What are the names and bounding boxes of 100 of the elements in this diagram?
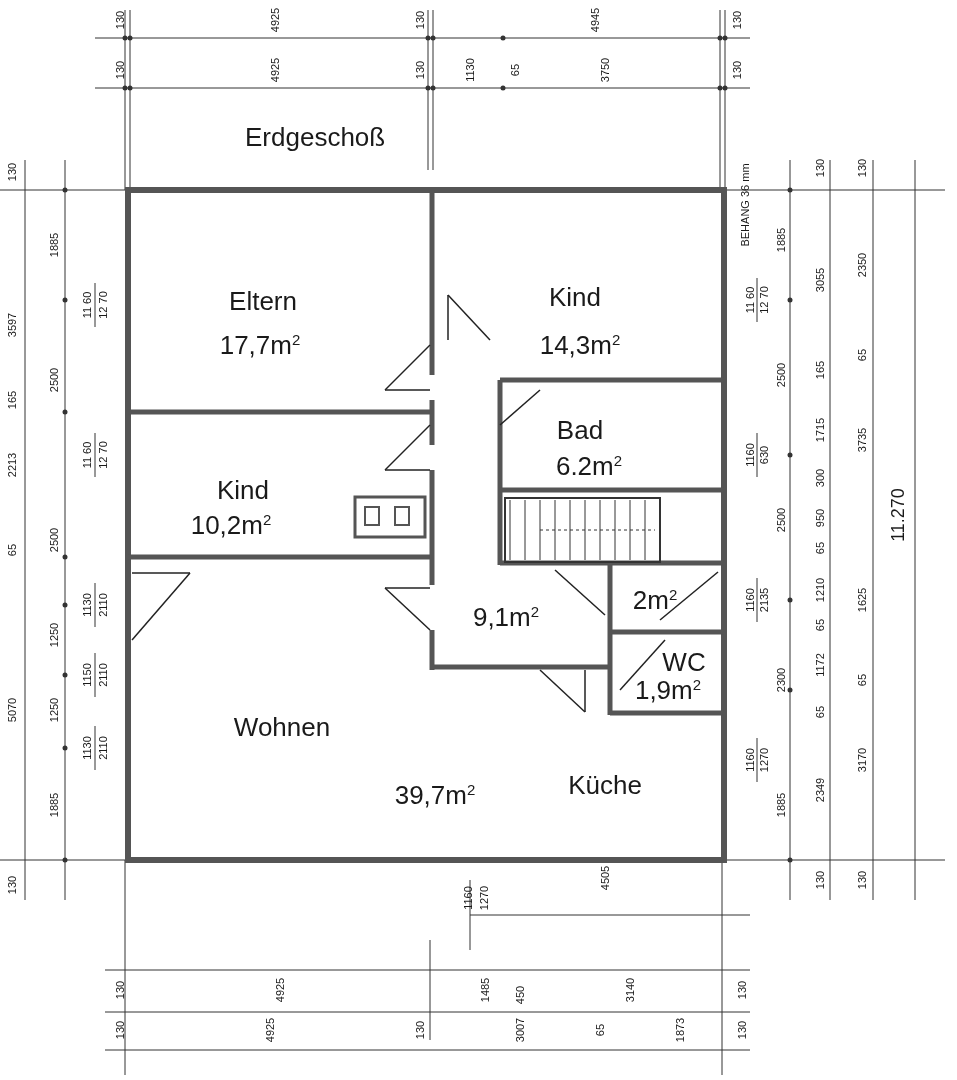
dimension-label: 3140 xyxy=(624,977,636,1003)
dimension-label: 130 xyxy=(414,10,426,30)
dimension-label: 1250 xyxy=(48,697,60,723)
dimension-label: 2110 xyxy=(97,736,109,760)
dimension-label: 3170 xyxy=(856,747,868,773)
dimension-label: 165 xyxy=(6,390,18,410)
dimension-label: 130 xyxy=(114,980,126,1000)
dimension-label: 65 xyxy=(594,1023,606,1037)
dimension-label: 130 xyxy=(114,1020,126,1040)
dimension-label: 2500 xyxy=(48,367,60,393)
room-label: Wohnen xyxy=(233,711,331,743)
dimension-label: 4505 xyxy=(599,865,611,891)
dimension-label: 950 xyxy=(814,508,826,528)
dimension-label: 130 xyxy=(856,870,868,890)
dimension-label: 65 xyxy=(814,541,826,555)
dimension-label: 1160 xyxy=(744,748,756,772)
dimension-label: 130 xyxy=(736,1020,748,1040)
room-label: 6.2m$^{2}$ xyxy=(555,450,623,482)
room-name: Kind xyxy=(549,281,601,313)
dimension-label: 4925 xyxy=(264,1017,276,1043)
dimension-label: 1172 xyxy=(814,653,826,677)
dimension-label: 4945 xyxy=(589,7,601,33)
dimension-label: 130 xyxy=(6,162,18,182)
dimension-label: 3007 xyxy=(514,1017,526,1043)
dimension-label: 130 xyxy=(736,980,748,1000)
dimension-label: 130 xyxy=(814,158,826,178)
dimension-label: 1130 xyxy=(81,736,93,760)
dimension-label: 65 xyxy=(856,673,868,687)
dimension-label: 630 xyxy=(758,445,770,465)
dimension-label: 1885 xyxy=(48,232,60,258)
room-label: 10,2m$^{2}$ xyxy=(190,509,272,541)
dimension-label: 450 xyxy=(514,985,526,1005)
dimension-label: 1270 xyxy=(758,747,770,773)
dimension-label: 1885 xyxy=(775,792,787,818)
dimension-label: 165 xyxy=(814,360,826,380)
room-label: 17,7m$^{2}$ xyxy=(219,329,301,361)
dimension-label: 1160 xyxy=(744,588,756,612)
dimension-label: 3597 xyxy=(6,312,18,338)
dimension-label: 2135 xyxy=(758,587,770,613)
dimension-label: 65 xyxy=(509,63,521,77)
dimension-label: 2110 xyxy=(97,593,109,617)
dimension-label: 65 xyxy=(814,618,826,632)
dimension-label: 130 xyxy=(114,60,126,80)
dimension-label: 12 70 xyxy=(97,291,109,319)
dimension-label: 1625 xyxy=(856,587,868,613)
dimension-label: 130 xyxy=(414,1020,426,1040)
dimension-label: 2213 xyxy=(6,452,18,478)
dimension-label: 4925 xyxy=(274,977,286,1003)
dimension-label: 2500 xyxy=(48,527,60,553)
dimension-label: 1210 xyxy=(814,577,826,603)
dimension-label: 1715 xyxy=(814,417,826,443)
room-name: Kind xyxy=(217,474,269,506)
room-label: 2m$^{2}$ xyxy=(632,584,678,616)
room-label: 39,7m$^{2}$ xyxy=(394,779,476,811)
dimension-label: 300 xyxy=(814,468,826,488)
dimension-label: 1250 xyxy=(48,622,60,648)
dimension-label: 1150 xyxy=(81,663,93,687)
dimension-label: 12 70 xyxy=(758,286,770,314)
dimension-label: 2350 xyxy=(856,252,868,278)
dimension-label: BEHANG 36 mm xyxy=(739,163,751,247)
dimension-label: 2500 xyxy=(775,362,787,388)
dimension-label: 130 xyxy=(6,875,18,895)
dimension-label: 1885 xyxy=(775,227,787,253)
dimension-label: 130 xyxy=(814,870,826,890)
dimension-label: 2349 xyxy=(814,777,826,803)
dimension-label: 1270 xyxy=(478,885,490,911)
dimension-label: 1885 xyxy=(48,792,60,818)
dimension-label: 12 70 xyxy=(97,441,109,469)
dimension-label: 1873 xyxy=(674,1017,686,1043)
dimension-label: 65 xyxy=(814,705,826,719)
dimension-label: 4925 xyxy=(269,7,281,33)
room-label: Küche xyxy=(568,769,642,801)
room-name: Bad xyxy=(556,414,604,446)
room-label: 14,3m$^{2}$ xyxy=(539,329,621,361)
dimension-label: 1160 xyxy=(744,443,756,467)
dimension-label: 1160 xyxy=(462,886,474,910)
dimension-label: 130 xyxy=(114,10,126,30)
dimension-label: 1130 xyxy=(464,58,476,82)
dimension-label: 5070 xyxy=(6,697,18,723)
dimension-label: 11 60 xyxy=(81,441,93,469)
dimension-label: 1485 xyxy=(479,977,491,1003)
dimension-label: 11 60 xyxy=(744,286,756,314)
dimension-label: 130 xyxy=(414,60,426,80)
dimension-label: 2300 xyxy=(775,667,787,693)
dimension-label: 130 xyxy=(731,60,743,80)
dimension-label: 1130 xyxy=(81,593,93,617)
dimension-label: 2500 xyxy=(775,507,787,533)
dimension-label: 65 xyxy=(856,348,868,362)
room-name: Eltern xyxy=(229,285,297,317)
plan-title: Erdgeschoß xyxy=(245,122,386,153)
dimension-label: 3055 xyxy=(814,267,826,293)
dimension-label: 65 xyxy=(6,543,18,557)
dimension-label: 3750 xyxy=(599,57,611,83)
dimension-label: 11 60 xyxy=(81,291,93,319)
dimension-label: 3735 xyxy=(856,427,868,453)
room-label: 9,1m$^{2}$ xyxy=(472,601,540,633)
dimension-label: 130 xyxy=(731,10,743,30)
dimension-label: 4925 xyxy=(269,57,281,83)
dimension-label: 11.270 xyxy=(889,488,907,542)
dimension-label: 2110 xyxy=(97,663,109,687)
